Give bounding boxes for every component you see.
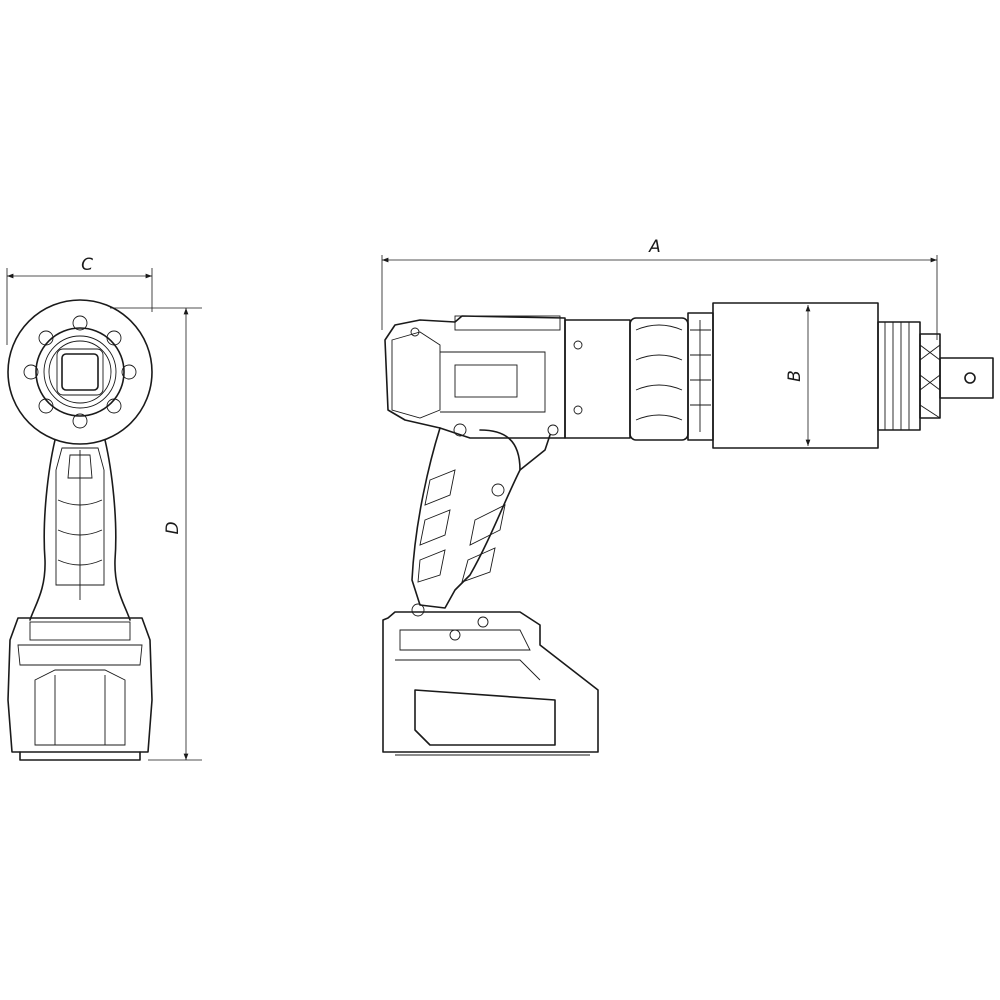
front-head (7, 299, 153, 445)
side-battery (382, 603, 599, 756)
dimension-label-c: C (81, 255, 93, 275)
dimension-label-d: D (163, 521, 183, 534)
side-handle (411, 427, 551, 609)
dimension-d: D (110, 307, 202, 761)
side-motor (564, 317, 689, 441)
side-head (687, 302, 994, 449)
side-body (384, 315, 566, 439)
front-view (7, 299, 153, 761)
dimension-c: C (6, 255, 153, 345)
side-view (382, 302, 994, 756)
dimension-label-a: A (648, 237, 661, 257)
dimension-label-b: B (785, 370, 805, 382)
front-battery (7, 617, 153, 761)
front-handle (29, 439, 131, 621)
dimension-a: A (381, 237, 938, 340)
dimension-b: B (785, 305, 811, 446)
